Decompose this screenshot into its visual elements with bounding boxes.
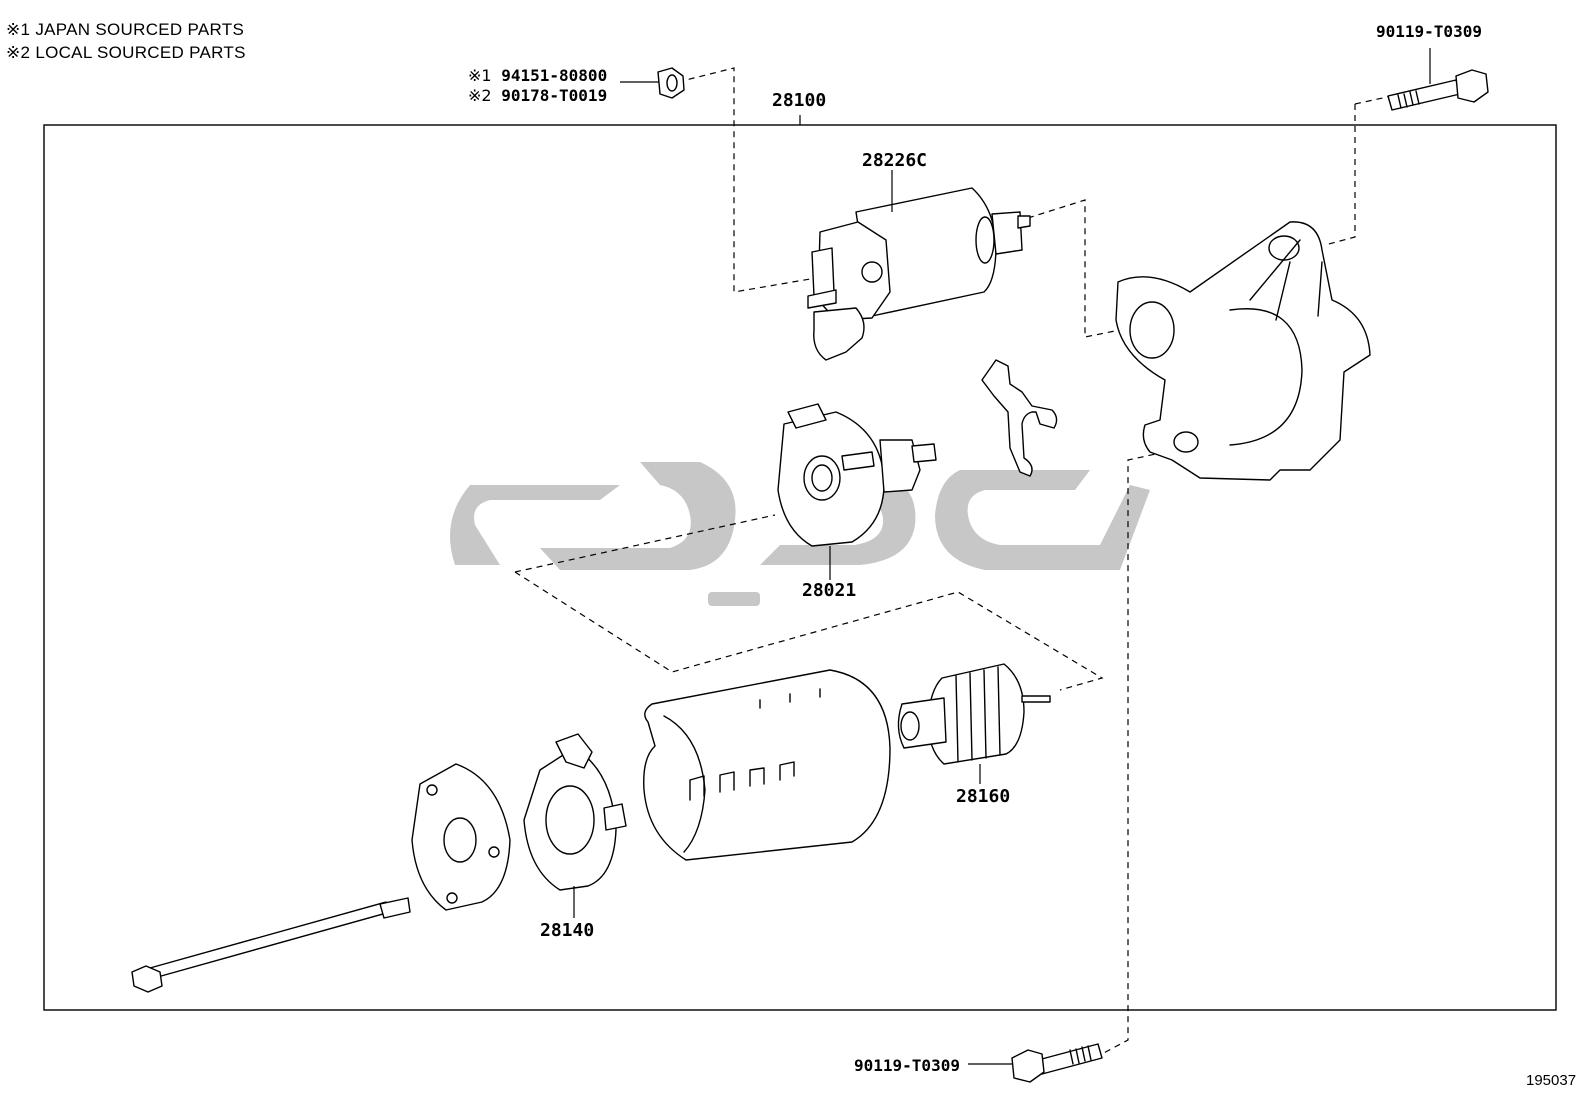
diagram-reference-number: 195037 [1526,1072,1577,1089]
assembly-label: 28100 [772,90,827,111]
legend-local-sourced: ※2 LOCAL SOURCED PARTS [6,43,246,62]
nut-label-japan: ※1 94151-80800 [468,66,607,85]
nut-part [620,67,685,99]
dashed-alignment-lines [514,67,1411,1056]
nut-label-local: ※2 90178-T0019 [468,86,607,105]
bolt-bottom [968,1043,1103,1083]
drive-housing-part [1115,221,1371,481]
cover-plate-part [411,763,511,911]
brush-holder-part [777,403,937,580]
shift-lever-part [981,359,1058,477]
end-frame-label: 28140 [540,920,595,941]
armature-label: 28160 [956,786,1011,807]
bolt-bottom-label: 90119-T0309 [854,1056,960,1075]
armature-part [897,663,1051,784]
bolt-top-label: 90119-T0309 [1376,22,1482,41]
nut-part-number-japan: 94151-80800 [501,66,608,85]
end-frame-part [523,733,627,918]
brush-holder-label: 28021 [802,580,857,601]
legend-japan-sourced: ※1 JAPAN SOURCED PARTS [6,20,245,39]
nut-mark-local: ※2 [468,86,492,105]
nut-part-number-local: 90178-T0019 [501,86,608,105]
solenoid-label: 28226C [862,150,928,171]
bolt-top [1387,48,1489,111]
yoke-part [643,669,891,861]
solenoid-part [807,170,1031,361]
assembly-boundary [43,124,1557,1011]
through-bolt [131,897,411,993]
nut-mark-japan: ※1 [468,66,492,85]
